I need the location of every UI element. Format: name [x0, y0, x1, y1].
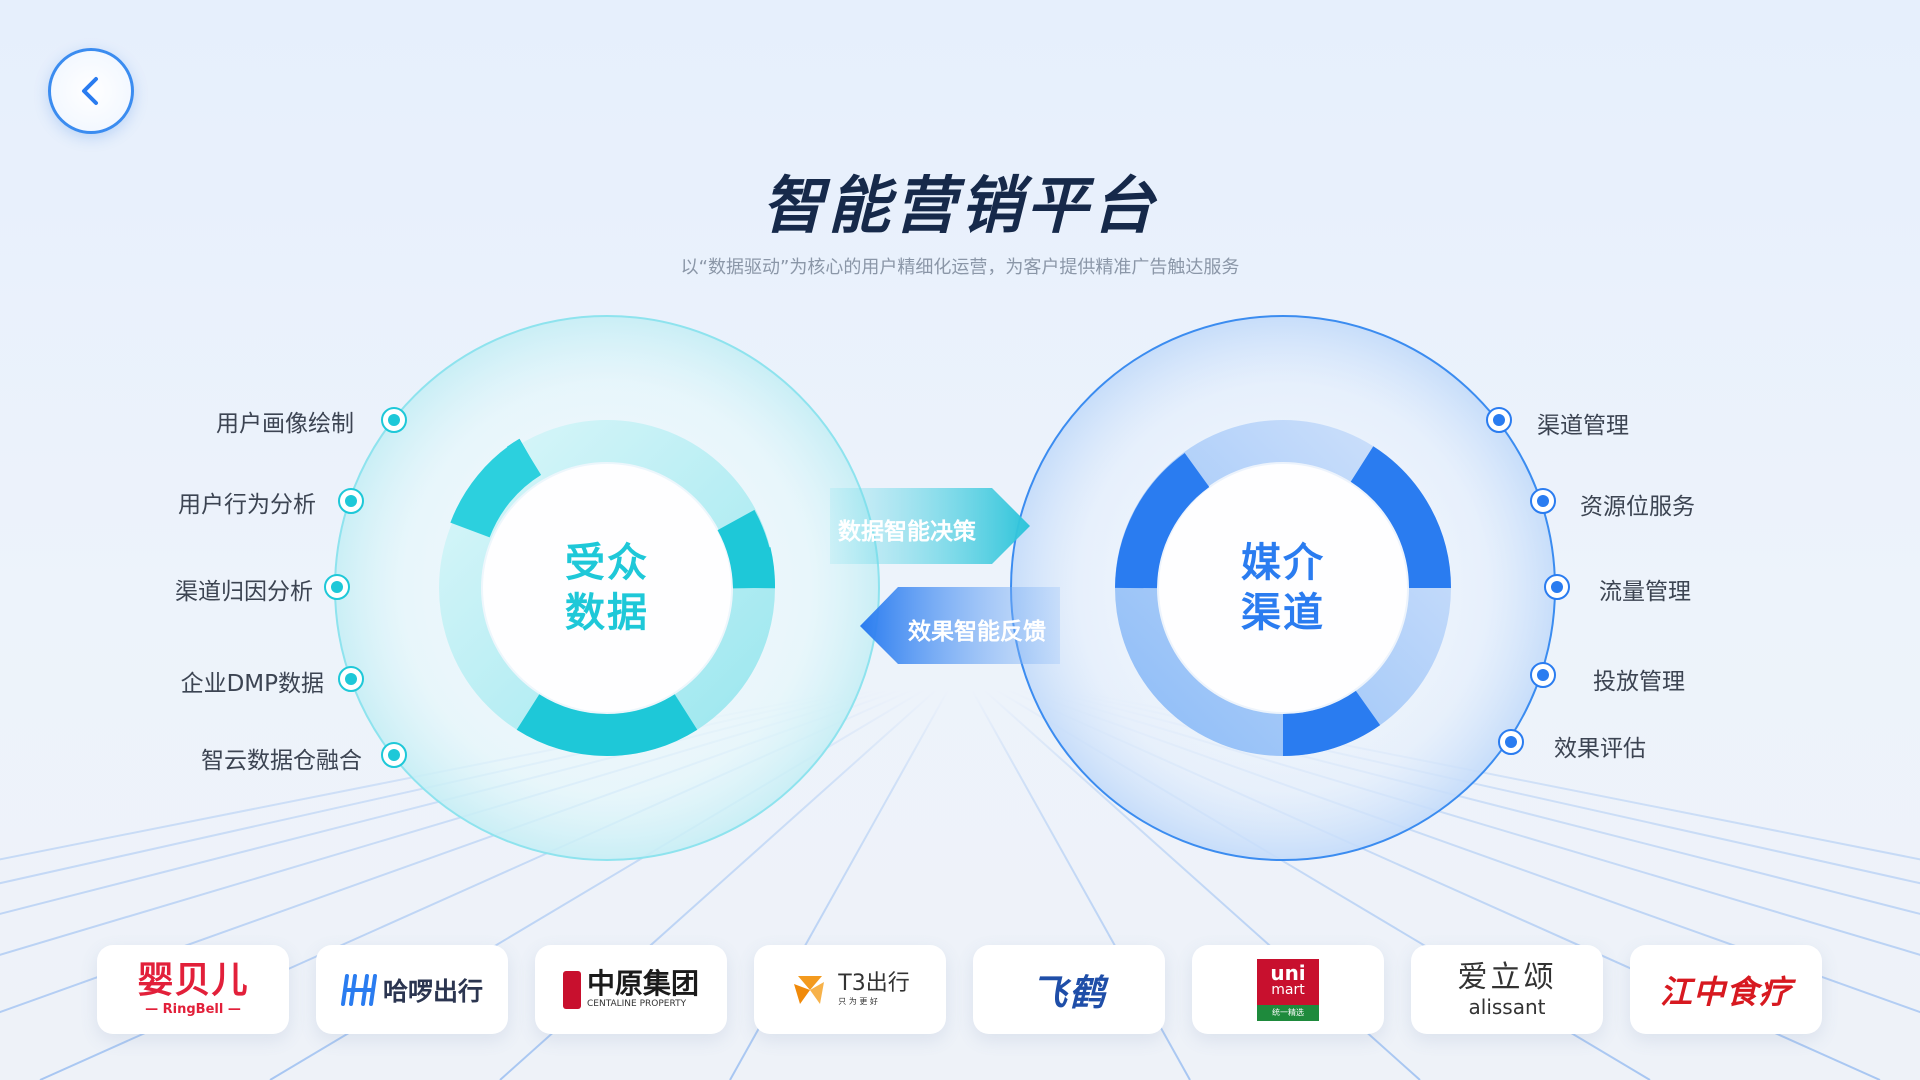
forward-flow-arrow	[830, 488, 1030, 564]
left-item-dot	[388, 749, 400, 761]
left-item-dots	[324, 407, 407, 768]
logo-feihe[interactable]: 飞鹤	[973, 945, 1165, 1034]
logo-jiangzhong[interactable]: 江中食疗	[1630, 945, 1822, 1034]
right-item-label: 资源位服务	[1580, 494, 1695, 520]
logo-t3-cn: T3出行	[838, 971, 910, 996]
left-item-label: 智云数据仓融合	[201, 748, 362, 774]
logo-yingbeier-cn: 婴贝儿	[137, 960, 249, 1001]
page-title: 智能营销平台	[761, 169, 1158, 242]
backward-flow-arrow	[860, 587, 1060, 664]
logo-haluo-text: 哈啰出行	[382, 976, 483, 1006]
right-hub-title-line1: 媒介	[1241, 540, 1325, 586]
right-hub-title: 媒介 渠道	[1183, 538, 1383, 638]
back-button[interactable]	[48, 48, 134, 134]
left-item-label: 用户画像绘制	[216, 411, 354, 437]
logo-unimart-line1: uni	[1270, 960, 1306, 985]
chevron-left-icon	[82, 77, 98, 105]
logo-yingbeier-en: RingBell	[162, 1002, 224, 1017]
right-ring-arc-2	[1115, 452, 1210, 589]
right-item-label: 投放管理	[1593, 669, 1685, 695]
logo-alissant[interactable]: 爱立颂 alissant	[1411, 945, 1603, 1034]
right-item-dots	[1486, 407, 1570, 755]
unimart-badge: uni mart 统一精选	[1257, 958, 1319, 1021]
logo-centaline-en: CENTALINE PROPERTY	[586, 999, 687, 1009]
logo-jiangzhong-text: 江中食疗	[1659, 972, 1792, 1011]
left-ring-arc-1b	[717, 509, 775, 589]
left-ring-arc-2	[516, 694, 698, 756]
left-hub-title-line2: 数据	[565, 590, 649, 636]
logo-t3[interactable]: T3出行 只 为 更 好	[754, 945, 946, 1034]
t3-mark-icon	[794, 975, 825, 1004]
left-item-dot	[388, 414, 400, 426]
right-hub	[1010, 315, 1556, 861]
left-hub-title: 受众 数据	[507, 538, 707, 638]
left-hub-title-line1: 受众	[565, 540, 649, 586]
left-item-label: 渠道归因分析	[175, 579, 313, 605]
logo-yingbeier[interactable]: 婴贝儿 — RingBell —	[97, 945, 289, 1034]
logo-alissant-en: alissant	[1468, 994, 1546, 1019]
logo-unimart-line2: mart	[1271, 981, 1305, 998]
right-item-dot	[1537, 669, 1549, 681]
logo-centaline-cn: 中原集团	[586, 967, 699, 1000]
backward-flow-label: 效果智能反馈	[908, 619, 1046, 645]
right-item-dot	[1551, 581, 1563, 593]
logo-centaline[interactable]: 中原集团 CENTALINE PROPERTY	[535, 945, 727, 1034]
right-item-label: 渠道管理	[1537, 413, 1629, 439]
logo-unimart-tag: 统一精选	[1257, 1004, 1319, 1021]
left-item-label: 企业DMP数据	[180, 671, 324, 697]
right-item-dot	[1493, 414, 1505, 426]
right-item-dot	[1537, 495, 1549, 507]
left-item-label: 用户行为分析	[178, 492, 316, 518]
logo-feihe-text: 飞鹤	[1030, 972, 1107, 1014]
left-item-dot	[331, 581, 343, 593]
right-item-label: 效果评估	[1554, 736, 1646, 762]
right-hub-core	[1159, 464, 1407, 712]
right-ring-arc-3	[1282, 690, 1381, 757]
logo-alissant-cn: 爱立颂	[1457, 959, 1557, 995]
left-item-dot	[345, 673, 357, 685]
partner-logos: 婴贝儿 — RingBell — 哈啰出行 中原集团 CENTALINE PRO…	[97, 945, 1822, 1034]
left-hub-core	[483, 464, 731, 712]
logo-unimart[interactable]: uni mart 统一精选	[1192, 945, 1384, 1034]
right-item-dot	[1505, 736, 1517, 748]
haluo-mark-icon	[340, 973, 377, 1006]
logo-t3-tag: 只 为 更 好	[838, 997, 878, 1006]
right-ring-arc-1	[1350, 446, 1451, 589]
right-hub-title-line2: 渠道	[1241, 590, 1325, 636]
logo-haluo[interactable]: 哈啰出行	[316, 945, 508, 1034]
left-ring-arc-3b	[450, 439, 542, 538]
centaline-seal-icon	[562, 970, 581, 1009]
right-item-label: 流量管理	[1599, 579, 1691, 605]
forward-flow-label: 数据智能决策	[838, 519, 976, 545]
left-hub	[334, 315, 880, 861]
page-subtitle: 以“数据驱动”为核心的用户精细化运营，为客户提供精准广告触达服务	[680, 257, 1240, 278]
left-item-dot	[345, 495, 357, 507]
